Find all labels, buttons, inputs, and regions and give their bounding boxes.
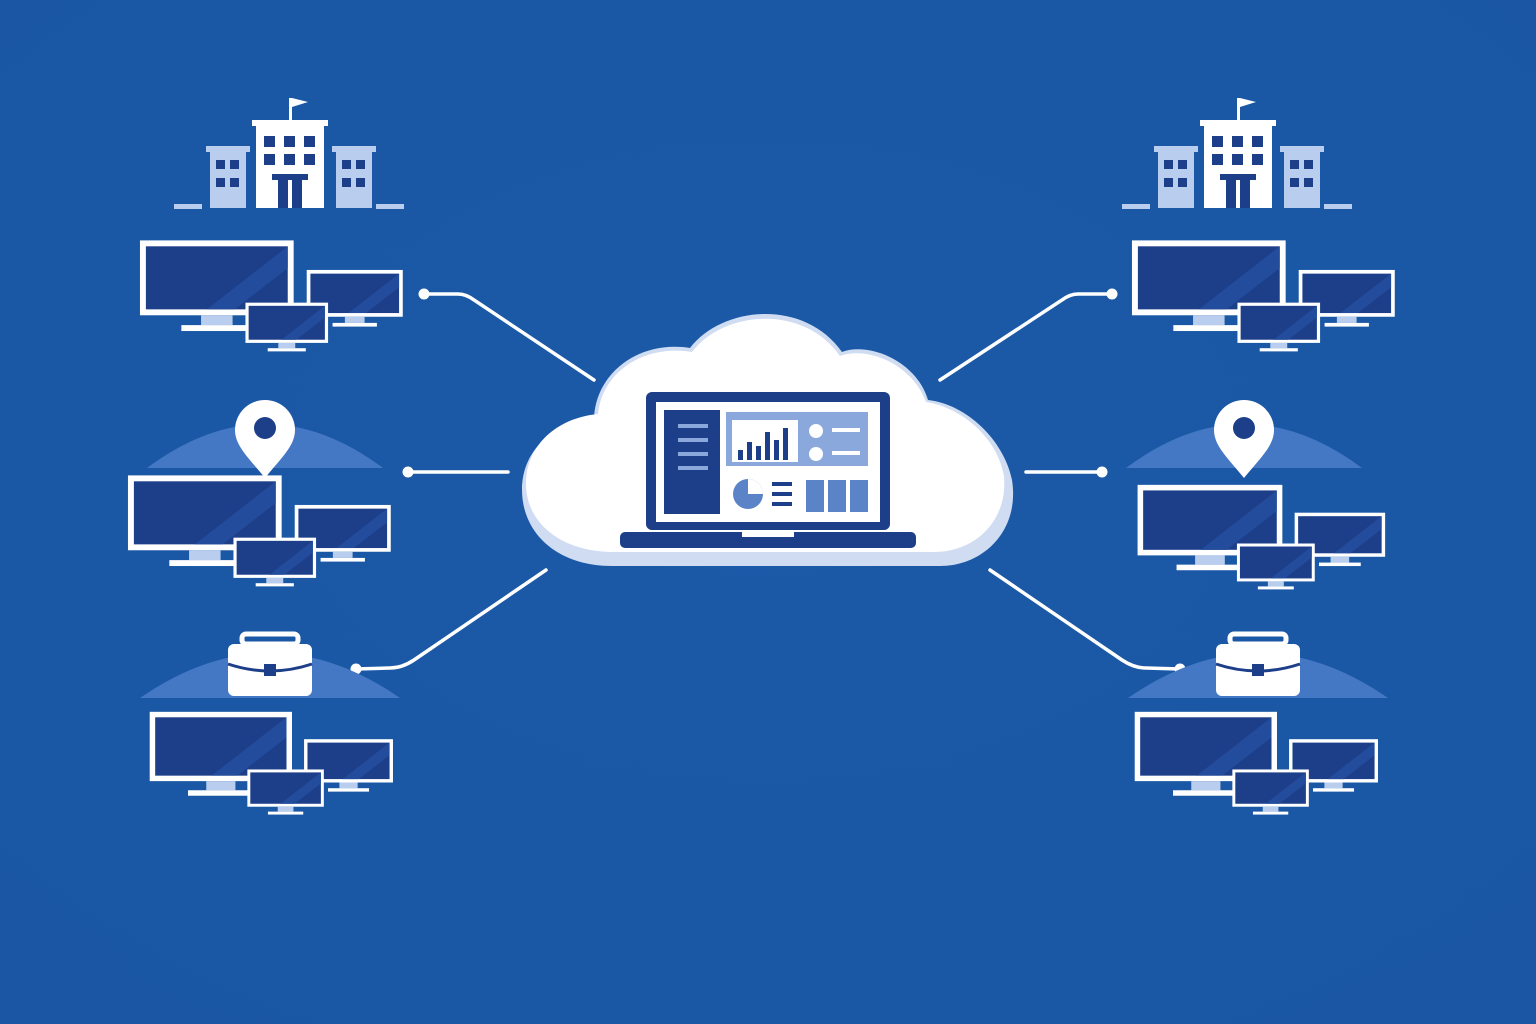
endpoint-dot	[1106, 288, 1118, 300]
endpoint-dot	[1096, 466, 1108, 478]
endpoint-dot	[418, 288, 430, 300]
connector-top-right	[938, 292, 1114, 382]
connector-bottom-left	[354, 568, 548, 671]
connector-lines	[354, 292, 1182, 671]
connector-top-left	[422, 292, 596, 382]
endpoint-dot	[402, 466, 414, 478]
connector-bottom-right	[988, 568, 1182, 671]
laptop-dashboard-icon	[620, 392, 916, 548]
